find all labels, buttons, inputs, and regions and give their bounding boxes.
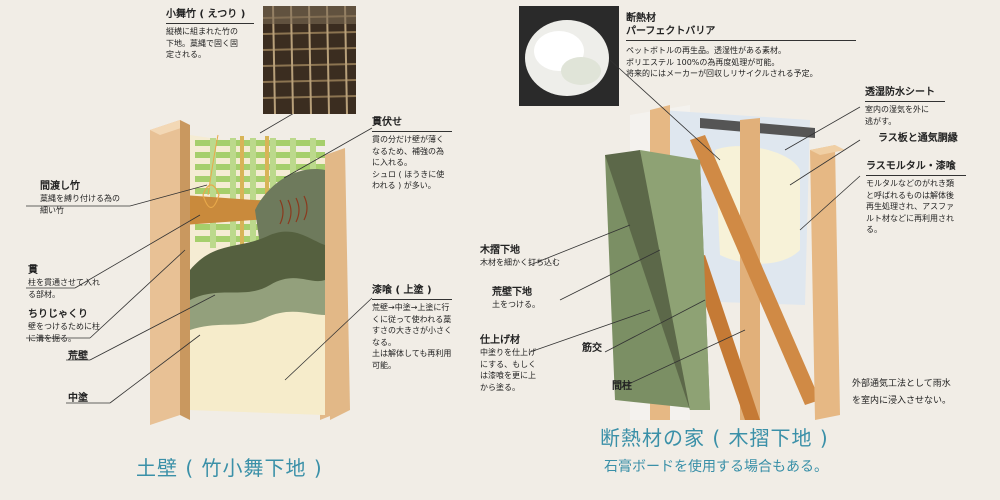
bamboo-photo bbox=[263, 6, 356, 114]
insulation-photo bbox=[519, 6, 619, 106]
mawatashi-label: 間渡し竹 藁縄を縛り付ける為の 細い竹 bbox=[40, 180, 120, 216]
left-diagram-title: 土壁 ( 竹小舞下地 ) bbox=[136, 456, 323, 480]
right-post bbox=[810, 145, 840, 420]
insulation-label: 断熱材 パーフェクトバリア ペットボトルの再生品。透湿性がある素材。 ポリエステ… bbox=[626, 12, 856, 80]
nakanuri-title: 中塗 bbox=[68, 393, 88, 404]
komai-desc-3: 定される。 bbox=[166, 50, 206, 60]
sheet-label: 透湿防水シート 室内の湿気を外に 逃がす。 bbox=[865, 86, 945, 127]
lath-title: ラス板と通気胴縁 bbox=[878, 133, 958, 144]
arakabe-title: 荒壁 bbox=[68, 351, 88, 362]
shikkui-desc-1: 荒壁→中塗→上塗に行 bbox=[372, 303, 450, 312]
chiri-desc-2: に溝を掘る。 bbox=[28, 333, 76, 343]
komai-desc-1: 縦横に組まれた竹の bbox=[166, 27, 238, 36]
shikkui-title: 漆喰 ( 上塗 ) bbox=[372, 285, 432, 296]
insulation-desc-3: 将来的にはメーカーが回収しリサイクルされる予定。 bbox=[626, 69, 818, 79]
mortar-title: ラスモルタル・漆喰 bbox=[866, 161, 956, 172]
vent-note: 外部通気工法として雨水 を室内に浸入させない。 bbox=[852, 376, 951, 410]
insulation-title: 断熱材 bbox=[626, 13, 656, 24]
shikkui-label: 漆喰 ( 上塗 ) 荒壁→中塗→上塗に行 くに従って使われる藁 すさの大きさが小… bbox=[372, 284, 452, 372]
right-diagram-subtitle: 石膏ボードを使用する場合もある。 bbox=[604, 459, 828, 475]
shiage-desc-3: は漆喰を更に上 bbox=[480, 371, 536, 381]
leader-lines-left bbox=[26, 91, 373, 404]
vent-note-2: を室内に浸入させない。 bbox=[852, 396, 952, 407]
arakabe-base-title: 荒壁下地 bbox=[492, 287, 532, 298]
nuki-label: 貫 柱を貫通させて入れ る部材。 bbox=[28, 264, 100, 300]
komai-label: 小舞竹 ( えつり ) 縦横に組まれた竹の 下地。藁縄で固く固 定される。 bbox=[166, 8, 254, 61]
shiage-desc-4: から塗る。 bbox=[480, 382, 520, 392]
mawatashi-desc-1: 藁縄を縛り付ける為の bbox=[40, 194, 120, 203]
arakabe-base-label: 荒壁下地 土をつける。 bbox=[492, 286, 540, 311]
mortar-desc-5: る。 bbox=[866, 225, 882, 235]
leader-lines-right bbox=[529, 59, 861, 389]
shiage-label: 仕上げ材 中塗りを仕上げ にする、もしく は漆喰を更に上 から塗る。 bbox=[480, 334, 536, 393]
sheet-desc-2: 逃がす。 bbox=[865, 116, 897, 126]
insulation-subtitle: パーフェクトバリア bbox=[626, 26, 716, 37]
chiri-desc-1: 壁をつけるために柱 bbox=[28, 322, 100, 331]
nukibuse-desc-5: われる ) が多い。 bbox=[372, 181, 436, 191]
nukibuse-label: 貫伏せ 貫の分だけ壁が薄く なるため、補強の為 に入れる。 シュロ ( ほうきに… bbox=[372, 116, 452, 192]
brace-1 bbox=[690, 135, 820, 405]
nuki-desc-1: 柱を貫通させて入れ bbox=[28, 278, 100, 287]
sheet-desc-1: 室内の湿気を外に bbox=[865, 105, 929, 114]
nukibuse-desc-1: 貫の分だけ壁が薄く bbox=[372, 135, 444, 144]
kizuri-title: 木摺下地 bbox=[480, 245, 520, 256]
arakabe-base-desc-1: 土をつける。 bbox=[492, 300, 540, 309]
kizuri-desc-1: 木材を細かく打ち込む bbox=[480, 258, 560, 267]
shikkui-desc-3: すさの大きさが小さく bbox=[372, 326, 452, 336]
left-post bbox=[150, 120, 180, 425]
mortar-desc-2: と呼ばれるものは解体後 bbox=[866, 190, 954, 200]
shikkui-layer bbox=[190, 311, 325, 415]
vent-note-1: 外部通気工法として雨水 bbox=[852, 379, 951, 389]
nuki-title: 貫 bbox=[28, 265, 38, 276]
nuki-desc-2: る部材。 bbox=[28, 289, 60, 299]
kizuri-label: 木摺下地 木材を細かく打ち込む bbox=[480, 244, 560, 269]
shikkui-desc-5: 土は解体しても再利用 bbox=[372, 349, 452, 359]
insulation-desc-1: ペットボトルの再生品。透湿性がある素材。 bbox=[626, 46, 786, 55]
mortar-desc-1: モルタルなどのがれき類 bbox=[866, 179, 954, 188]
mawatashi-title: 間渡し竹 bbox=[40, 181, 80, 192]
mawatashi-desc-2: 細い竹 bbox=[40, 205, 64, 215]
shiage-title: 仕上げ材 bbox=[480, 335, 520, 346]
mortar-desc-3: 再生処理され、アスファ bbox=[866, 202, 955, 212]
nukibuse-desc-2: なるため、補強の為 bbox=[372, 146, 444, 156]
chiri-label: ちりじゃくり 壁をつけるために柱 に溝を掘る。 bbox=[28, 308, 100, 344]
shiage-desc-1: 中塗りを仕上げ bbox=[480, 348, 536, 357]
sujikai-title: 筋交 bbox=[582, 343, 602, 354]
shiage-desc-2: にする、もしく bbox=[480, 359, 537, 369]
shikkui-desc-4: なる。 bbox=[372, 337, 396, 347]
mabashira-title: 間柱 bbox=[612, 381, 632, 392]
mortar-label: ラスモルタル・漆喰 モルタルなどのがれき類 と呼ばれるものは解体後 再生処理され… bbox=[866, 160, 966, 236]
nukibuse-title: 貫伏せ bbox=[372, 117, 402, 128]
shikkui-desc-2: くに従って使われる藁 bbox=[372, 314, 452, 324]
insulation-desc-2: ポリエステル 100%の為再度処理が可能。 bbox=[626, 57, 780, 67]
nukibuse-patch bbox=[255, 169, 325, 250]
shikkui-desc-6: 可能。 bbox=[372, 360, 396, 370]
right-diagram-title: 断熱材の家 ( 木摺下地 ) bbox=[600, 426, 829, 450]
komai-desc-2: 下地。藁縄で固く固 bbox=[166, 38, 238, 48]
mortar-desc-4: ルト材などに再利用され bbox=[866, 213, 954, 223]
brace-2 bbox=[690, 255, 760, 420]
nukibuse-desc-3: に入れる。 bbox=[372, 158, 412, 168]
komai-title: 小舞竹 ( えつり ) bbox=[166, 9, 246, 20]
nukibuse-desc-4: シュロ ( ほうきに使 bbox=[372, 169, 445, 179]
sheet-title: 透湿防水シート bbox=[865, 87, 935, 98]
chiri-title: ちりじゃくり bbox=[28, 309, 88, 320]
